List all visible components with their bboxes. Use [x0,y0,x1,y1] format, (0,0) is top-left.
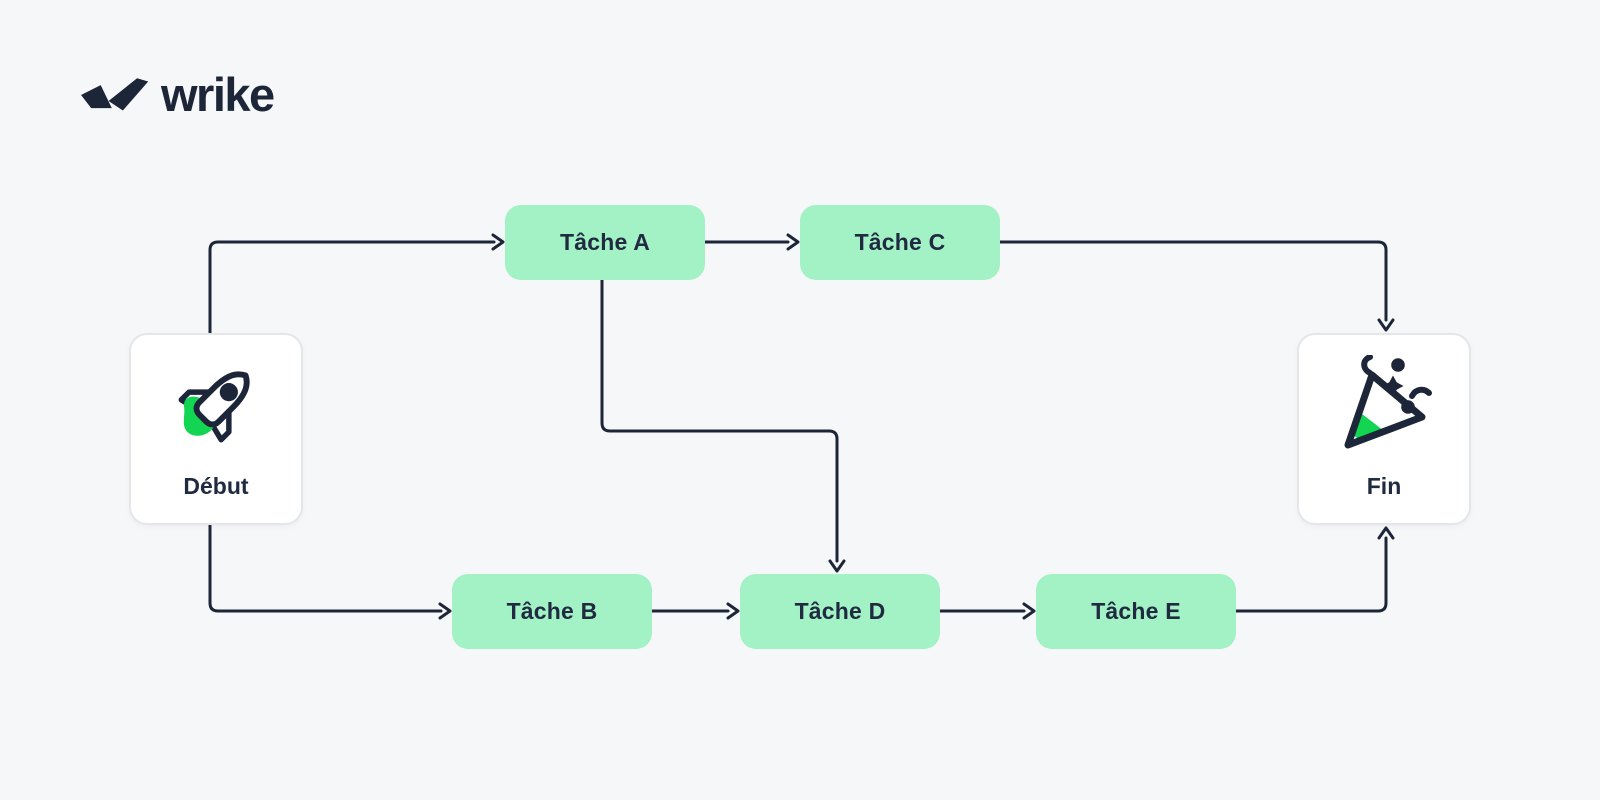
task-node-tache-c: Tâche C [800,205,1000,280]
task-node-tache-b: Tâche B [452,574,652,649]
confetti-curl-icon [1361,355,1373,376]
edge-tache-e-to-fin [1234,526,1395,613]
confetti-dot-icon [1391,358,1405,372]
arrowhead-right-icon [438,602,452,620]
arrowhead-right-icon [786,233,800,251]
wrike-logo-text: wrike [161,68,275,121]
start-node-label: Début [183,472,249,499]
arrowhead-right-icon [726,602,740,620]
edge-tache-a-to-tache-c [703,233,800,251]
wrike-double-check-icon [81,77,149,111]
edge-tache-b-to-tache-d [650,602,740,620]
end-node-fin: Fin [1297,333,1471,525]
confetti-arc-icon [1409,386,1432,399]
rocket-icon [178,371,250,443]
start-node-debut: Début [129,333,303,525]
arrowhead-down-icon [828,559,846,573]
edge-tache-a-to-tache-d [600,278,846,573]
end-node-label: Fin [1366,472,1402,499]
wrike-logo: wrike [78,68,275,121]
edge-tache-c-to-fin [998,240,1395,332]
confetti-dot-icon [1401,400,1415,414]
task-node-tache-d: Tâche D [740,574,940,649]
edge-debut-to-tache-b [208,523,452,620]
edge-debut-to-tache-a [208,233,505,335]
task-node-tache-e: Tâche E [1036,574,1236,649]
arrowhead-right-icon [491,233,505,251]
confetti-star-icon [1382,375,1404,397]
arrowhead-down-icon [1377,318,1395,332]
task-node-tache-a: Tâche A [505,205,705,280]
arrowhead-right-icon [1022,602,1036,620]
party-popper-icon [1344,355,1432,449]
arrowhead-up-icon [1377,526,1395,540]
edge-tache-d-to-tache-e [938,602,1036,620]
